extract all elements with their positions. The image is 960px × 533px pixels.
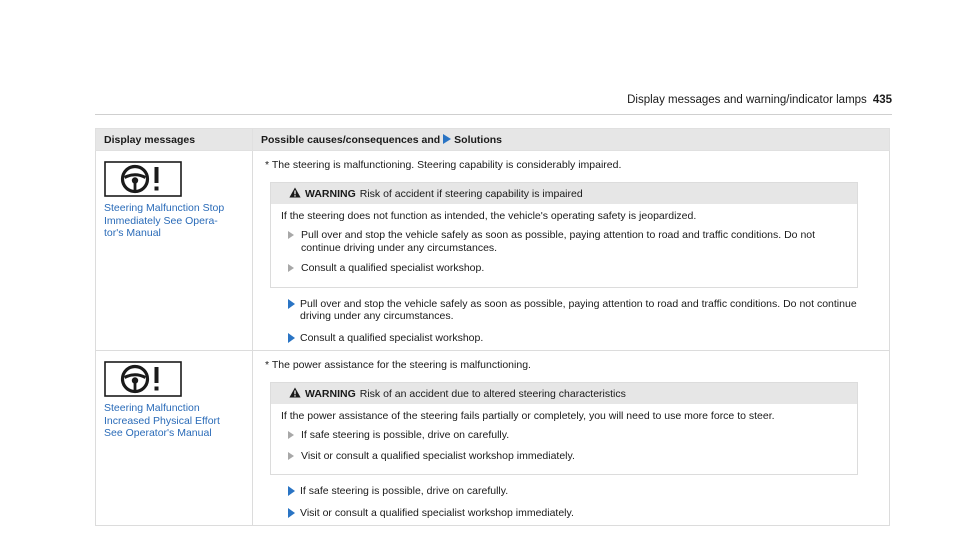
warning-text: If the power assistance of the steering …: [281, 410, 775, 422]
step-arrow-icon: [288, 451, 294, 460]
solution-arrow-icon: [288, 332, 295, 343]
warning-step: Consult a qualified specialist workshop.: [281, 262, 847, 275]
table-header-row: Display messages Possible causes/consequ…: [95, 128, 890, 151]
solution-arrow-icon: [288, 298, 295, 309]
warning-step: If safe steering is possible, drive on c…: [281, 429, 847, 442]
section-title: Display messages and warning/indicator l…: [627, 94, 867, 106]
page-number: 435: [872, 94, 892, 106]
causes-solutions-cell: * The steering is malfunctioning. Steeri…: [252, 150, 890, 351]
steering-wheel-warning-icon: [104, 361, 182, 397]
warning-triangle-icon: [289, 387, 301, 398]
warning-body: If the power assistance of the steering …: [271, 404, 857, 474]
table-row: Steering Malfunction Increased Physical …: [95, 350, 890, 526]
warning-body: If the steering does not function as int…: [271, 204, 857, 287]
warning-triangle-icon: [289, 187, 301, 198]
warning-label: WARNING: [305, 188, 356, 200]
display-message-cell: Steering Malfunction Increased Physical …: [95, 350, 253, 526]
step-arrow-icon: [288, 231, 294, 239]
solution-arrow-icon: [288, 486, 295, 496]
display-message-text: Steering Malfunction Increased Physical …: [104, 402, 220, 439]
cause-text: * The steering is malfunctioning. Steeri…: [265, 159, 622, 171]
warning-step: Pull over and stop the vehicle safely as…: [281, 229, 847, 254]
solution-arrow-icon: [288, 507, 295, 518]
solutions-list: Pull over and stop the vehicle safely as…: [261, 298, 881, 345]
warning-step: Visit or consult a qualified specialist …: [281, 450, 847, 463]
solution-item: If safe steering is possible, drive on c…: [280, 485, 881, 498]
warning-label: WARNING: [305, 388, 356, 400]
warning-title: Risk of an accident due to altered steer…: [359, 388, 626, 400]
solutions-list: If safe steering is possible, drive on c…: [261, 485, 881, 519]
display-messages-table: Display messages Possible causes/consequ…: [95, 128, 890, 526]
display-message-text: Steering Malfunction Stop Immediately Se…: [104, 202, 225, 239]
table-row: Steering Malfunction Stop Immediately Se…: [95, 150, 890, 351]
warning-text: If the steering does not function as int…: [281, 210, 697, 222]
col-header-display-messages: Display messages: [95, 128, 253, 151]
causes-solutions-cell: * The power assistance for the steering …: [252, 350, 890, 526]
cause-text: * The power assistance for the steering …: [265, 359, 531, 371]
solution-item: Consult a qualified specialist workshop.: [280, 332, 881, 345]
warning-title: Risk of accident if steering capability …: [359, 188, 583, 200]
solution-item: Visit or consult a qualified specialist …: [280, 507, 881, 520]
steering-wheel-warning-icon: [104, 161, 182, 197]
header-divider: [95, 114, 892, 115]
solution-arrow-icon: [443, 133, 452, 144]
page-header: Display messages and warning/indicator l…: [95, 94, 892, 106]
display-message-cell: Steering Malfunction Stop Immediately Se…: [95, 150, 253, 351]
step-arrow-icon: [288, 264, 294, 272]
step-arrow-icon: [288, 431, 294, 439]
solution-item: Pull over and stop the vehicle safely as…: [280, 298, 881, 323]
